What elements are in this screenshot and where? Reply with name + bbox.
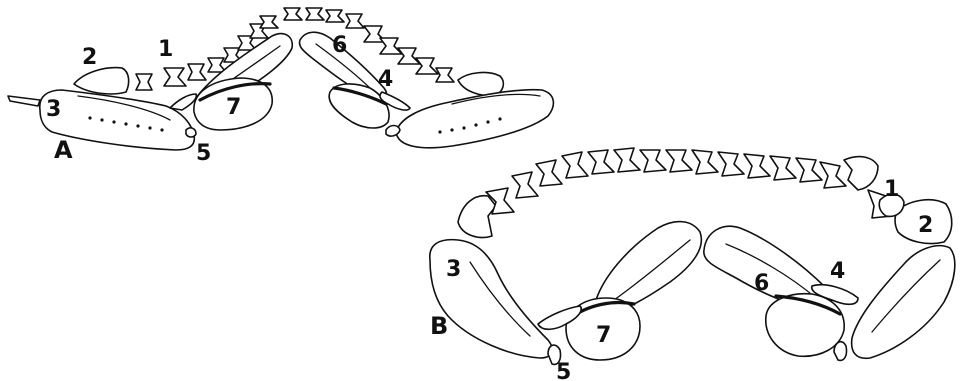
panel-b-right-long-bone [852, 246, 955, 359]
panel-a-spike [8, 96, 40, 106]
panel-a-label-2: 2 [82, 45, 97, 70]
panel-a-label-5: 5 [196, 141, 211, 166]
panel-a-label-3: 3 [46, 97, 61, 122]
panel-a-vertebrae-top [284, 8, 364, 28]
panel-b-label-5: 5 [556, 360, 571, 381]
panel-b-label-3: 3 [446, 257, 461, 282]
panel-b-letter: B [430, 312, 448, 340]
panel-a-label-7: 7 [226, 95, 241, 120]
panel-a-label-6: 6 [332, 33, 347, 58]
panel-b-label-1: 1 [884, 177, 899, 202]
panel-a-right-nub [386, 126, 400, 137]
panel-a-label-1: 1 [158, 37, 173, 62]
panel-a-label-4: 4 [378, 67, 393, 92]
panel-a-left-nub [186, 128, 196, 137]
panel-b-label-7: 7 [596, 323, 611, 348]
panel-b-drawing: 1 2 3 4 5 6 7 B [430, 148, 955, 381]
panel-a-drawing: 2 1 3 5 7 6 4 A [8, 8, 553, 166]
panel-a-letter: A [54, 136, 73, 164]
panel-a-left-plate [74, 68, 129, 94]
panel-b-right-nub [834, 342, 847, 361]
panel-a-left-sliver [170, 94, 196, 110]
panel-b-label-6: 6 [754, 271, 769, 296]
panel-b-label-4: 4 [830, 259, 845, 284]
panel-b-right-oval-bone [766, 294, 844, 357]
panel-b-label-2: 2 [918, 213, 933, 238]
